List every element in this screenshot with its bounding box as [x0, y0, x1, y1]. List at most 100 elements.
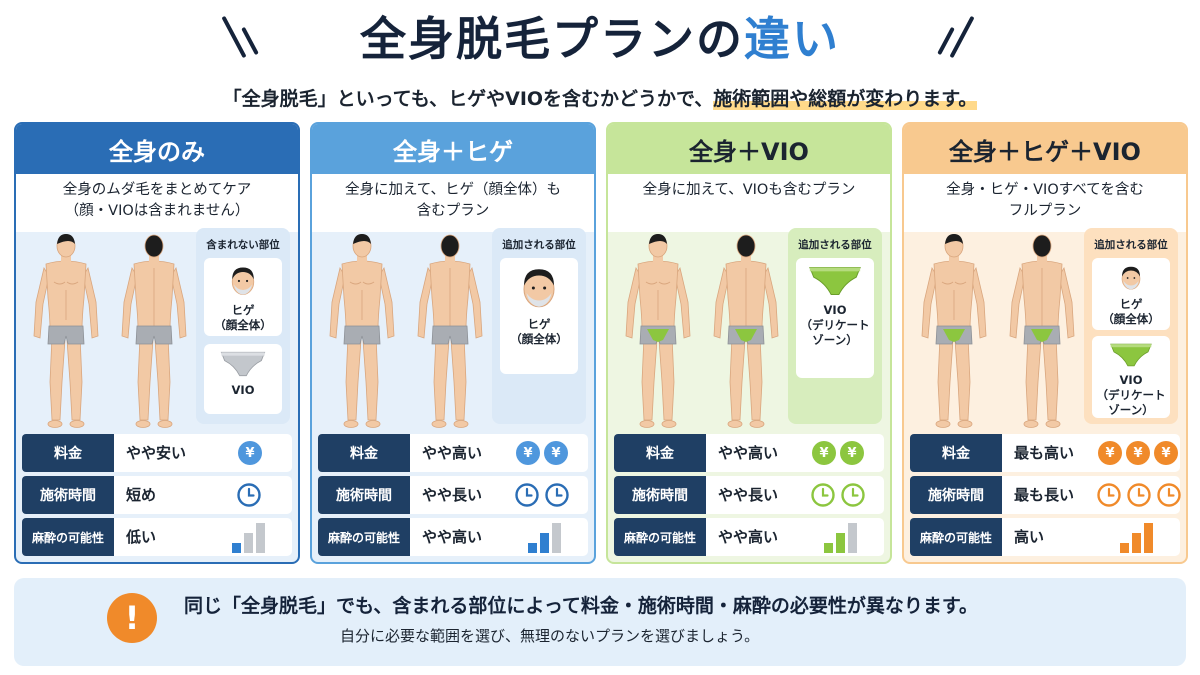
part-item-label: ヒゲ （顔全体） — [1102, 297, 1160, 326]
plan-description: 全身・ヒゲ・VIOすべてを含むフルプラン — [904, 174, 1186, 232]
parts-panel: 追加される部位ヒゲ （顔全体）VIO （デリケート ゾーン） — [1084, 228, 1178, 424]
page-title: 全身脱毛プランの違い — [360, 12, 840, 66]
level-bars-icon — [824, 523, 857, 553]
body-front-figure — [912, 232, 996, 432]
price-row: 料金最も高い¥¥¥ — [910, 434, 1180, 472]
clock-icons — [1096, 481, 1182, 509]
part-item-label: VIO — [231, 383, 255, 397]
plan-description: 全身に加えて、VIOも含むプラン — [608, 174, 890, 232]
anesthesia-value: 高い — [1014, 528, 1045, 546]
body-front-figure — [24, 232, 108, 432]
anesthesia-value: やや高い — [718, 528, 779, 546]
body-front-icon — [921, 234, 987, 428]
part-item: ヒゲ （顔全体） — [500, 258, 578, 374]
time-label: 施術時間 — [614, 476, 706, 514]
face-beard-icon — [231, 267, 255, 295]
price-value: やや高い — [422, 444, 483, 462]
body-figures — [616, 232, 792, 432]
yen-coin-icon: ¥ — [1154, 441, 1178, 465]
level-bar — [1144, 523, 1153, 553]
level-bar — [848, 523, 857, 553]
anesthesia-row: 麻酔の可能性高い — [910, 518, 1180, 556]
plan-title: 全身＋ヒゲ＋VIO — [904, 124, 1186, 174]
body-front-icon — [329, 234, 395, 428]
anesthesia-label: 麻酔の可能性 — [318, 518, 410, 556]
part-item-icon — [1092, 341, 1170, 373]
part-item-icon — [1092, 263, 1170, 297]
face-beard-icon — [1121, 266, 1141, 290]
body-figures — [320, 232, 496, 432]
clock-icons — [810, 481, 866, 509]
level-bar — [1132, 533, 1141, 553]
yen-coin-icon: ¥ — [544, 441, 568, 465]
part-item: VIO （デリケート ゾーン） — [1092, 336, 1170, 418]
plan-card: 全身のみ全身のムダ毛をまとめてケア（顔・VIOは含まれません）含まれない部位ヒゲ… — [14, 122, 300, 564]
level-bar — [232, 543, 241, 553]
plan-description-line: 全身のムダ毛をまとめてケア — [62, 182, 252, 198]
yen-icons: ¥¥ — [812, 439, 864, 467]
part-item-label: ヒゲ （顔全体） — [214, 303, 272, 332]
clock-icon — [237, 483, 261, 507]
part-item-icon — [204, 349, 282, 383]
comparison-rows: 料金やや高い¥¥施術時間やや長い麻酔の可能性やや高い — [614, 434, 884, 560]
body-back-icon — [1009, 234, 1075, 428]
price-label: 料金 — [22, 434, 114, 472]
body-back-figure — [1000, 232, 1084, 432]
part-item-icon — [796, 263, 874, 303]
time-label: 施術時間 — [910, 476, 1002, 514]
plan-description-line: フルプラン — [1008, 203, 1082, 219]
subtitle-highlight: 施術範囲や総額が変わります。 — [713, 88, 978, 110]
time-value: やや長い — [422, 486, 483, 504]
notice-main-text: 同じ「全身脱毛」でも、含まれる部位によって料金・施術時間・麻酔の必要性が異なりま… — [184, 595, 979, 617]
time-value: やや長い — [718, 486, 779, 504]
part-item: ヒゲ （顔全体） — [1092, 258, 1170, 330]
title-area: 全身脱毛プランの違い — [0, 8, 1200, 70]
plan-description-line: 全身・ヒゲ・VIOすべてを含む — [946, 182, 1144, 198]
plan-title: 全身＋ヒゲ — [312, 124, 594, 174]
yen-coin-icon: ¥ — [238, 441, 262, 465]
time-value: 最も長い — [1014, 486, 1075, 504]
subtitle: 「全身脱毛」といっても、ヒゲやVIOを含むかどうかで、施術範囲や総額が変わります… — [0, 84, 1200, 111]
comparison-rows: 料金やや安い¥施術時間短め麻酔の可能性低い — [22, 434, 292, 560]
yen-coin-icon: ¥ — [1126, 441, 1150, 465]
parts-panel: 追加される部位ヒゲ （顔全体） — [492, 228, 586, 424]
briefs-icon — [1110, 343, 1152, 367]
price-label: 料金 — [318, 434, 410, 472]
price-value: やや安い — [126, 444, 187, 462]
plan-description-line: 全身に加えて、VIOも含むプラン — [642, 182, 856, 198]
body-front-figure — [320, 232, 404, 432]
parts-panel-title: 追加される部位 — [502, 239, 576, 251]
time-row: 施術時間最も長い — [910, 476, 1182, 514]
price-value: やや高い — [718, 444, 779, 462]
body-back-icon — [713, 234, 779, 428]
part-item-icon — [500, 263, 578, 317]
plan-description: 全身に加えて、ヒゲ（顔全体）も含むプラン — [312, 174, 594, 232]
briefs-icon — [809, 266, 861, 296]
clock-icon — [1127, 483, 1151, 507]
level-bar — [244, 533, 253, 553]
part-item: ヒゲ （顔全体） — [204, 258, 282, 336]
yen-coin-icon: ¥ — [516, 441, 540, 465]
time-label: 施術時間 — [22, 476, 114, 514]
anesthesia-level — [524, 521, 564, 553]
body-front-icon — [33, 234, 99, 428]
part-item: VIO — [204, 344, 282, 414]
time-row: 施術時間やや長い — [318, 476, 588, 514]
clock-icon — [1097, 483, 1121, 507]
body-back-icon — [417, 234, 483, 428]
yen-icons: ¥ — [238, 439, 262, 467]
level-bars-icon — [528, 523, 561, 553]
level-bars-icon — [1120, 523, 1153, 553]
level-bar — [1120, 543, 1129, 553]
time-label: 施術時間 — [318, 476, 410, 514]
level-bar — [836, 533, 845, 553]
plan-description: 全身のムダ毛をまとめてケア（顔・VIOは含まれません） — [16, 174, 298, 232]
plan-description-line: 全身に加えて、ヒゲ（顔全体）も — [344, 182, 562, 198]
clock-icons — [236, 481, 262, 509]
clock-icon — [515, 483, 539, 507]
price-label: 料金 — [910, 434, 1002, 472]
clock-icon — [811, 483, 835, 507]
level-bar — [824, 543, 833, 553]
